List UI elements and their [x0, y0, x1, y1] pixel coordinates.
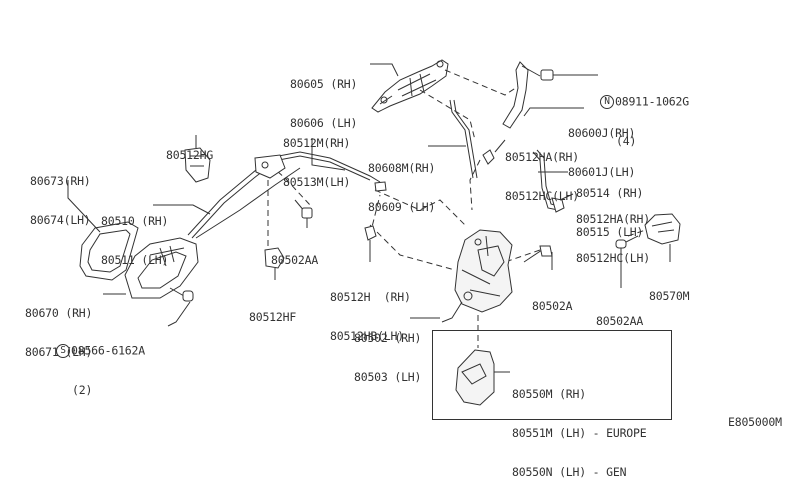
label-line: 08566-6162A [71, 343, 145, 358]
label-line: 80512HC(LH) [505, 189, 579, 203]
label-line: 80512HA(RH) [576, 212, 650, 226]
parts-diagram [67, 59, 681, 406]
label-line: 80502A [532, 299, 573, 313]
rod-80512m [267, 151, 381, 183]
label-clip-hf: 80512HF [249, 285, 296, 337]
label-striker: 80570M [649, 264, 690, 316]
label-line: 80674(LH) [30, 213, 91, 227]
label-rod-608: 80608M(RH) 80609 (LH) [368, 136, 435, 227]
label-lock: 80502 (RH) 80503 (LH) [354, 306, 421, 397]
label-line: 80512HB(LH) [330, 329, 404, 343]
label-line: 80601J(LH) [568, 165, 636, 179]
label-line: 80550M (RH) [512, 387, 586, 401]
label-line: 80570M [649, 289, 690, 303]
screw-80502aa-left-part [294, 199, 313, 228]
label-line: 80511 (LH) [101, 253, 169, 267]
screw-80502aa-right-part [615, 235, 639, 288]
label-actuator: 80550M (RH) 80551M (LH) - EUROPE 80550N … [512, 362, 647, 492]
label-line: 80512HF [249, 310, 297, 324]
label-line: 80514 (RH) [576, 186, 644, 200]
label-line: 80502 (RH) [354, 331, 422, 345]
label-line: 80608M(RH) [368, 161, 436, 175]
label-line: 80503 (LH) [354, 370, 422, 384]
label-screw-aa-right: 80502AA [596, 289, 643, 341]
label-line: 80605 (RH) [290, 77, 358, 91]
label-line: 80673(RH) [30, 174, 91, 188]
connector-line [444, 69, 521, 96]
label-clip-h: 80512H (RH) 80512HB(LH) [330, 265, 411, 356]
label-outside-handle-rod: 80600J(RH) 80601J(LH) [568, 101, 635, 192]
label-rod-514: 80514 (RH) 80515 (LH) [576, 161, 643, 252]
label-screw-aa-left: 80502AA [271, 228, 318, 280]
label-line: 80512HC(LH) [576, 251, 650, 265]
label-line: 80671 (LH) [25, 345, 93, 359]
label-line: 80513M(LH) [283, 175, 351, 189]
clip-h-part [364, 225, 377, 262]
nut-part [540, 69, 598, 81]
actuator-group-frame [432, 330, 672, 420]
bellcrank-part [254, 154, 286, 179]
label-line: 80502AA [271, 253, 319, 267]
label-inside-handle: 80670 (RH) 80671 (LH) [25, 281, 92, 372]
clip-hg-part [184, 147, 211, 183]
label-qty: (4) [616, 134, 637, 148]
door-lock-part [454, 229, 513, 313]
label-rod-510: 80510 (RH) 80511 (LH) [101, 189, 168, 280]
inside-handle-part [124, 237, 199, 299]
label-clip-ha-top: 80512HA(RH) 80512HC(LH) [505, 125, 579, 216]
label-line: 08911-1062G [615, 94, 689, 109]
label-line: 80512M(RH) [283, 136, 351, 150]
outside-handle-part [371, 59, 449, 113]
screw-80502a-part [523, 245, 553, 270]
label-line: 80502AA [596, 314, 644, 328]
label-line: 80670 (RH) [25, 306, 93, 320]
label-rod-m: 80512M(RH) 80513M(LH) [283, 111, 350, 202]
rod-80514 [532, 151, 559, 211]
label-line: 80600J(RH) [568, 126, 636, 140]
label-clip-ha-right: 80512HA(RH) 80512HC(LH) [576, 187, 650, 278]
label-line: 80515 (LH) [576, 225, 644, 239]
label-line: 80512HA(RH) [505, 150, 579, 164]
label-line: 80551M (LH) - EUROPE [512, 426, 647, 440]
label-line: 80512HG [166, 148, 214, 162]
label-line: 80512H (RH) [330, 290, 411, 304]
label-clip-hg: 80512HG [166, 123, 213, 175]
rod-80608m [449, 99, 474, 179]
diagram-code: E805000M [728, 415, 782, 429]
label-line: 80510 (RH) [101, 214, 169, 228]
label-qty: (2) [72, 383, 93, 397]
actuator-part [455, 349, 510, 406]
clip-hf-part [264, 247, 285, 280]
clip-ha-right-part [551, 197, 565, 213]
label-line: 80550N (LH) - GEN [512, 465, 627, 479]
clip-ha-top-part [482, 149, 495, 165]
label-line: 80606 (LH) [290, 116, 358, 130]
label-screw-a: 80502A [532, 274, 573, 326]
lock-leader [441, 301, 463, 323]
n-symbol-icon: N [600, 95, 614, 109]
s-symbol-icon: S [56, 344, 70, 358]
label-escutcheon: 80673(RH) 80674(LH) [30, 149, 91, 240]
escutcheon-part [67, 180, 139, 281]
striker-part [644, 213, 681, 262]
screw-s-part [167, 287, 194, 327]
outside-handle-rod-part [502, 61, 541, 129]
label-line: 80609 (LH) [368, 200, 436, 214]
label-outside-handle: 80605 (RH) 80606 (LH) [290, 52, 357, 143]
